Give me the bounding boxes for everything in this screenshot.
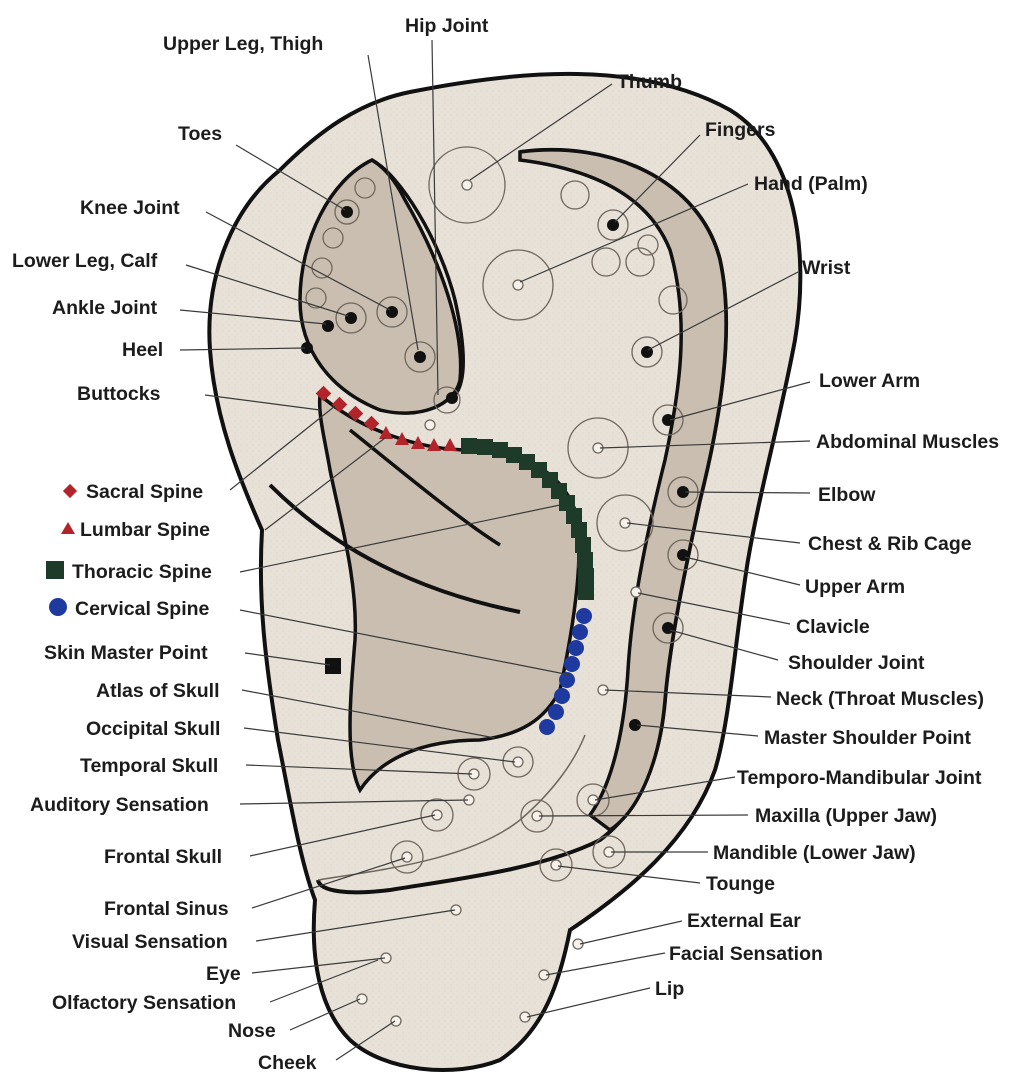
ankle-joint-label: Ankle Joint bbox=[52, 297, 158, 319]
lumbar-spine-label: Lumbar Spine bbox=[80, 519, 210, 541]
ankle-point bbox=[322, 320, 334, 332]
thoracic-spine-marker bbox=[461, 438, 477, 454]
thoracic-spine-marker bbox=[575, 537, 591, 553]
atlas-label: Atlas of Skull bbox=[96, 680, 220, 702]
fingers-label: Fingers bbox=[705, 119, 776, 141]
visual-label: Visual Sensation bbox=[72, 931, 228, 953]
cervical-spine-label: Cervical Spine bbox=[75, 598, 210, 620]
cervical-spine-marker bbox=[548, 704, 564, 720]
eye-label: Eye bbox=[206, 963, 241, 985]
cervical-spine-marker bbox=[572, 624, 588, 640]
knee-joint-label: Knee Joint bbox=[80, 197, 180, 219]
tounge-label: Tounge bbox=[706, 873, 775, 895]
thumb-label: Thumb bbox=[617, 71, 682, 93]
thoracic-spine-marker bbox=[477, 439, 493, 455]
thoracic-spine-marker bbox=[492, 442, 508, 458]
auditory-label: Auditory Sensation bbox=[30, 794, 209, 816]
nose-point bbox=[357, 994, 367, 1004]
hand-label: Hand (Palm) bbox=[754, 173, 868, 195]
facial-label: Facial Sensation bbox=[669, 943, 823, 965]
elbow-label: Elbow bbox=[818, 484, 876, 506]
external-ear-label: External Ear bbox=[687, 910, 801, 932]
olfactory-label: Olfactory Sensation bbox=[52, 992, 236, 1014]
mandible-label: Mandible (Lower Jaw) bbox=[713, 842, 916, 864]
occipital-label: Occipital Skull bbox=[86, 718, 220, 740]
maxilla-label: Maxilla (Upper Jaw) bbox=[755, 805, 937, 827]
heel-label: Heel bbox=[122, 339, 163, 361]
cheek-label: Cheek bbox=[258, 1052, 317, 1074]
skin-master-label: Skin Master Point bbox=[44, 642, 208, 664]
thoracic-spine-marker bbox=[578, 568, 594, 584]
upper-leg-label: Upper Leg, Thigh bbox=[163, 33, 323, 55]
frontal-sinus-label: Frontal Sinus bbox=[104, 898, 229, 920]
hip-joint-label: Hip Joint bbox=[405, 15, 489, 37]
neck-label: Neck (Throat Muscles) bbox=[776, 688, 984, 710]
abdominal-label: Abdominal Muscles bbox=[816, 431, 999, 453]
master-shoulder-label: Master Shoulder Point bbox=[764, 727, 971, 749]
cervical-spine-marker bbox=[564, 656, 580, 672]
thoracic-spine-marker bbox=[571, 522, 587, 538]
thoracic-spine-label: Thoracic Spine bbox=[72, 561, 212, 583]
sacral-spine-label: Sacral Spine bbox=[86, 481, 203, 503]
buttocks-label: Buttocks bbox=[77, 383, 161, 405]
thoracic-legend-icon bbox=[46, 561, 64, 579]
cervical-legend-icon bbox=[49, 598, 67, 616]
frontal-skull-label: Frontal Skull bbox=[104, 846, 222, 868]
cervical-spine-marker bbox=[539, 719, 555, 735]
legend: Sacral Spine Lumbar Spine Thoracic Spine… bbox=[46, 481, 212, 620]
lumbar-legend-icon bbox=[61, 522, 75, 534]
tmj-label: Temporo-Mandibular Joint bbox=[737, 767, 982, 789]
toes-label: Toes bbox=[178, 123, 222, 145]
clavicle-label: Clavicle bbox=[796, 616, 870, 638]
clavicle-point bbox=[631, 587, 641, 597]
cheek-point bbox=[391, 1016, 401, 1026]
upper-arm-label: Upper Arm bbox=[805, 576, 905, 598]
lower-arm-label: Lower Arm bbox=[819, 370, 920, 392]
cervical-spine-marker bbox=[576, 608, 592, 624]
nose-label: Nose bbox=[228, 1020, 276, 1042]
thoracic-spine-marker bbox=[566, 508, 582, 524]
lip-label: Lip bbox=[655, 978, 684, 1000]
temporal-label: Temporal Skull bbox=[80, 755, 218, 777]
shoulder-joint-label: Shoulder Joint bbox=[788, 652, 925, 674]
wrist-label: Wrist bbox=[802, 257, 851, 279]
thoracic-spine-marker bbox=[578, 584, 594, 600]
cervical-spine-marker bbox=[554, 688, 570, 704]
lower-leg-label: Lower Leg, Calf bbox=[12, 250, 158, 272]
thoracic-spine-marker bbox=[577, 552, 593, 568]
sacral-legend-icon bbox=[63, 484, 77, 498]
chest-label: Chest & Rib Cage bbox=[808, 533, 972, 555]
skin-master-point-marker bbox=[325, 658, 341, 674]
cervical-spine-marker bbox=[568, 640, 584, 656]
